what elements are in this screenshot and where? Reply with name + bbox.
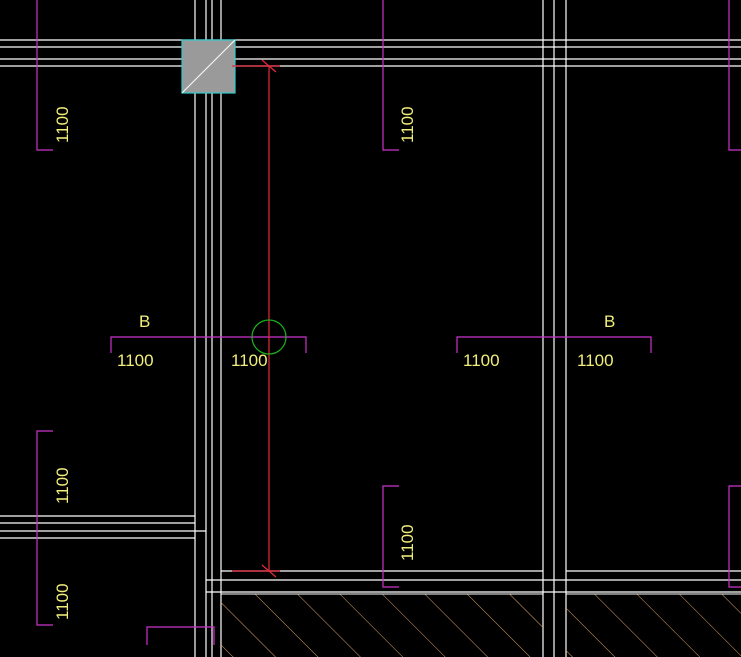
rebar-label-mid-right-1: 1100 [463,351,500,370]
rebar-lines [36,0,741,645]
rebar-label-lower-left-1: 1100 [53,467,72,504]
rebar-label-top-mid: 1100 [398,106,417,143]
hatched-slab-right [566,594,741,657]
rebar-mid-left [110,336,307,353]
rebar-top-mid [382,0,399,151]
rebar-label-mid-left-2: 1100 [231,351,268,370]
rebar-label-mid-left-1: 1100 [117,351,154,370]
rebar-lower-mid [382,485,399,588]
cursor-snap-circle [251,319,287,355]
rebar-label-lower-left-2: 1100 [53,583,72,620]
column[interactable] [181,39,236,94]
rebar-top-left [36,0,53,151]
rebar-lower-left [36,430,53,626]
pick-line-arrow-top [261,59,277,73]
hatched-slab-left [221,594,543,657]
grid-label-b-left: B [139,312,150,331]
rebar-bottom-small [146,626,215,645]
rebar-lower-right [728,485,741,588]
rebar-label-top-left: 1100 [53,106,72,143]
rebar-mid-right [456,336,652,353]
pick-line-arrow-bottom [261,564,277,578]
rebar-label-lower-mid: 1100 [398,524,417,561]
pick-line[interactable] [232,59,280,578]
grid-label-b-right: B [604,312,615,331]
column-diagonal [181,39,236,94]
rebar-label-mid-right-2: 1100 [577,351,614,370]
rebar-top-right [728,0,741,151]
